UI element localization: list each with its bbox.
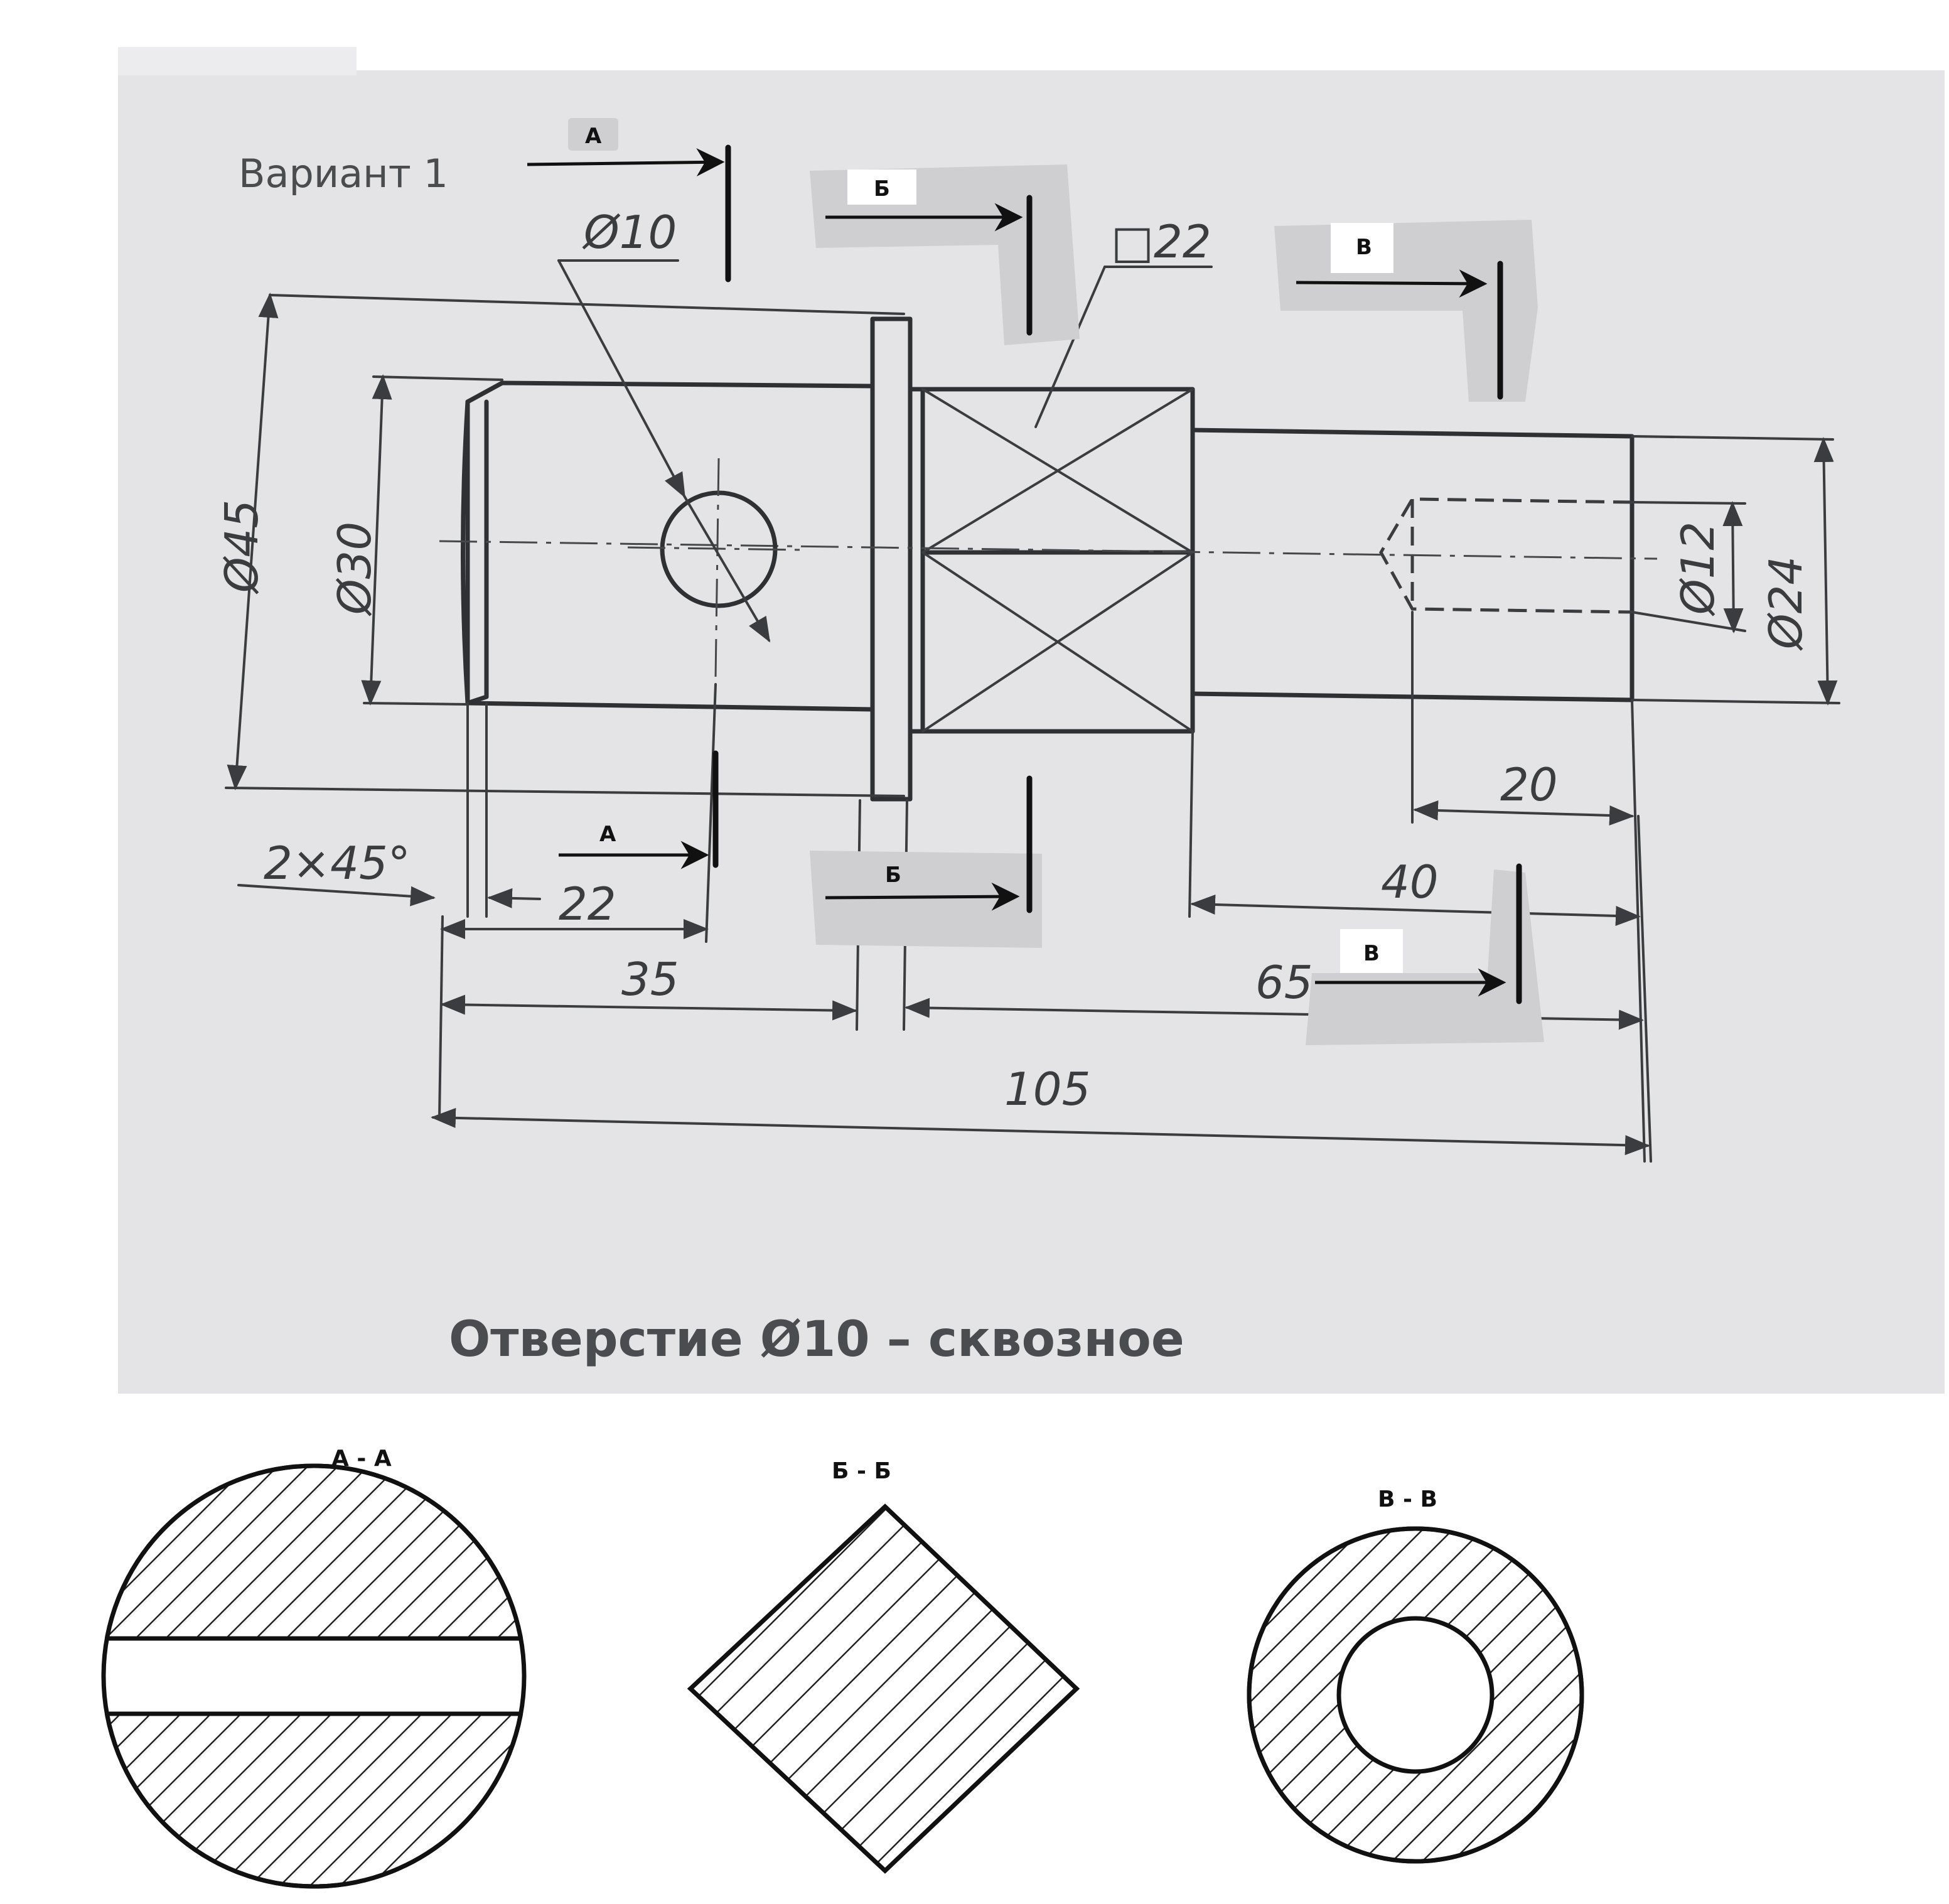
cut-a-top-label: А [585, 124, 602, 149]
dim-d24-label: Ø24 [1759, 556, 1812, 651]
cut-b-bottom-label: Б [885, 863, 901, 888]
hatch-line [104, 1466, 252, 1886]
section-vv-title: В - В [1378, 1487, 1437, 1512]
cut-a-top: А [527, 118, 731, 282]
section-aa-slot [100, 1638, 527, 1714]
hatch-line [104, 1466, 282, 1886]
variant-title: Вариант 1 [239, 151, 448, 196]
hatch-line [690, 1507, 961, 1871]
dim-d10-label: Ø10 [582, 206, 677, 259]
hole-note: Отверстие Ø10 – сквозное [449, 1311, 1184, 1368]
center-axis [439, 540, 1658, 560]
hatch-line [690, 1507, 892, 1871]
hatch-line [831, 1507, 1077, 1871]
dim-l35-label: 35 [621, 953, 679, 1006]
cut-a-bottom: А [559, 750, 719, 869]
cut-v-bottom-label: В [1363, 941, 1380, 966]
hatch-line [1539, 1529, 1582, 1861]
hatch-line [1569, 1529, 1582, 1861]
hatch-line [1328, 1529, 1582, 1861]
dim-l40 [1188, 730, 1641, 926]
dim-l65-label: 65 [1255, 956, 1313, 1009]
hatch-line [366, 1466, 524, 1886]
hatch-line [690, 1507, 926, 1871]
section-bb-title: Б - Б [832, 1458, 891, 1484]
dim-chamfer-label: 2×45° [264, 837, 411, 890]
hatch-line [1249, 1529, 1488, 1861]
dim-d45 [225, 293, 905, 797]
cut-b-bottom: Б [810, 775, 1042, 948]
cut-v-bottom: В [1306, 863, 1544, 1045]
sq22-leader [1034, 266, 1106, 428]
dim-l20 [1411, 611, 1646, 1163]
dim-sq22-label: □22 [1111, 215, 1211, 268]
cut-a-bottom-label: А [599, 822, 616, 847]
hatch-line [1358, 1529, 1582, 1861]
section-bb-square [687, 1503, 1080, 1874]
collar [870, 316, 913, 802]
dim-d12 [1631, 501, 1746, 633]
hatch-line [690, 1507, 996, 1871]
sheet-edge [118, 47, 357, 75]
hatch-line [797, 1507, 1077, 1871]
dim-l40-label: 40 [1381, 856, 1439, 908]
dim-l105 [431, 815, 1652, 1163]
dim-chamfer [237, 702, 541, 918]
dim-d45-label: Ø45 [215, 500, 268, 594]
dim-l105-label: 105 [1004, 1063, 1090, 1116]
dim-d30 [361, 374, 503, 706]
hatch-line [0, 1463, 100, 1890]
hatch-line [1449, 1529, 1582, 1861]
dim-d24 [1631, 435, 1840, 706]
cut-b-top-label: Б [874, 176, 890, 202]
section-vv-hole [1336, 1616, 1495, 1774]
section-vv [1247, 1526, 1584, 1864]
blind-hole-hidden [1379, 497, 1633, 614]
square-section [920, 387, 1195, 734]
dim-l22-label: 22 [559, 878, 616, 930]
hatch-line [1249, 1529, 1458, 1861]
cut-b-top: Б [810, 164, 1080, 345]
hatch-line [1388, 1529, 1582, 1861]
hatch-line [866, 1507, 1077, 1871]
hatch-line [1249, 1529, 1427, 1861]
dim-l22 [440, 683, 717, 943]
dim-d12-label: Ø12 [1672, 522, 1724, 616]
cut-v-top-label: В [1356, 235, 1372, 260]
through-hole [557, 259, 804, 679]
shaft-outline [461, 316, 1635, 802]
cut-v-top: В [1274, 220, 1538, 402]
dim-l20-label: 20 [1500, 758, 1558, 811]
hatch-line [1249, 1529, 1367, 1861]
hatch-line [1249, 1529, 1397, 1861]
hatch-line [336, 1466, 524, 1886]
hatch-line [104, 1466, 312, 1886]
dim-d30-label: Ø30 [328, 522, 381, 616]
hatch-line [1419, 1529, 1582, 1861]
